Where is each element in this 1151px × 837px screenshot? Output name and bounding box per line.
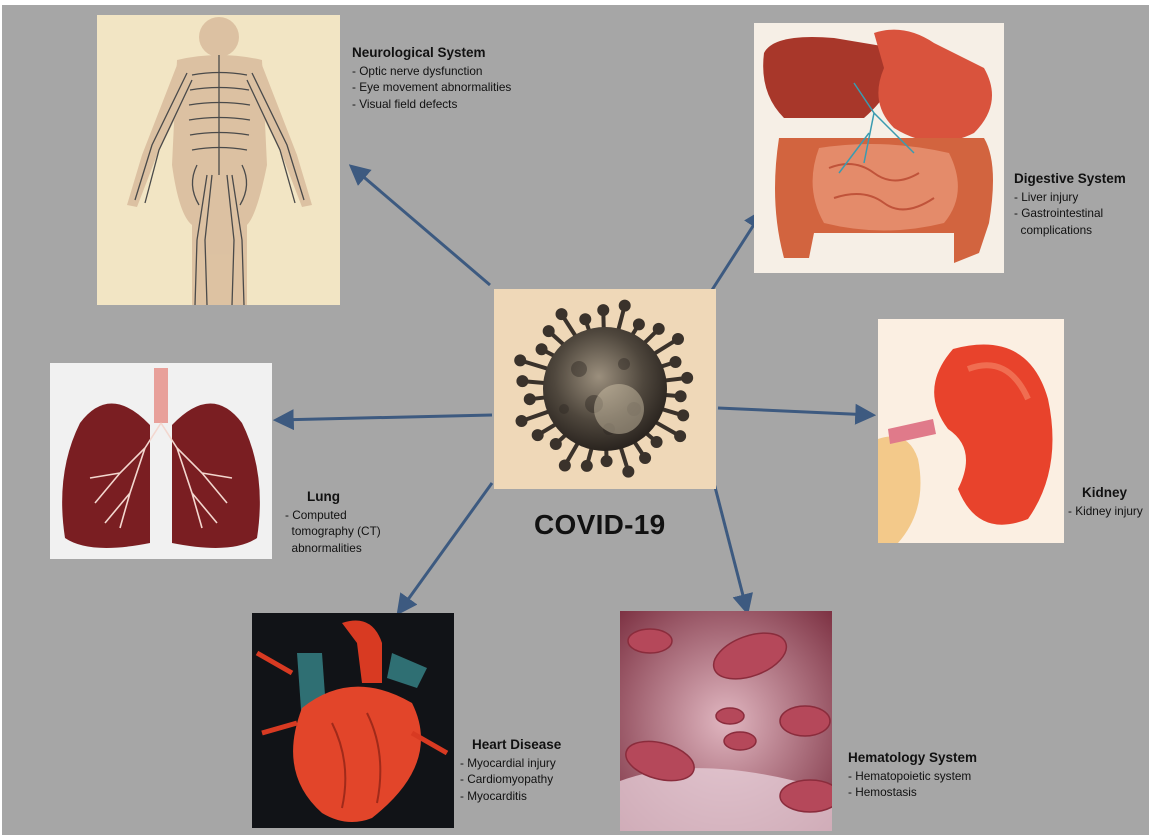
kidney-image [878, 319, 1064, 543]
digestive-item: - Liver injury [1014, 189, 1126, 206]
digestive-item: - Gastrointestinal [1014, 205, 1126, 222]
arrow-to-lung [277, 415, 492, 420]
kidney-title: Kidney [1068, 485, 1143, 502]
neurological-item: - Optic nerve dysfunction [352, 63, 511, 80]
hematology-title: Hematology System [848, 750, 977, 767]
arrow-to-heart [399, 483, 492, 612]
kidney-item: - Kidney injury [1068, 503, 1143, 520]
kidney-caption: Kidney - Kidney injury [1068, 485, 1143, 519]
digestive-item: complications [1014, 222, 1126, 239]
neurological-item: - Visual field defects [352, 96, 511, 113]
neurological-item: - Eye movement abnormalities [352, 79, 511, 96]
heart-caption: Heart Disease - Myocardial injury - Card… [460, 737, 561, 804]
hematology-item: - Hemostasis [848, 784, 977, 801]
blood-cells-image [620, 611, 832, 831]
hematology-caption: Hematology System - Hematopoietic system… [848, 750, 977, 801]
heart-title: Heart Disease [460, 737, 561, 754]
arrow-to-kidney [718, 408, 872, 415]
arrow-to-hematology [714, 483, 747, 611]
digestive-title: Digestive System [1014, 171, 1126, 188]
digestive-caption: Digestive System - Liver injury - Gastro… [1014, 171, 1126, 238]
digestive-system-image [754, 23, 1004, 273]
lung-caption: Lung - Computed tomography (CT) abnormal… [285, 489, 381, 556]
lung-image [50, 363, 272, 559]
neurological-title: Neurological System [352, 45, 511, 62]
coronavirus-image [494, 289, 716, 489]
lung-item: tomography (CT) [285, 523, 381, 540]
main-title: COVID-19 [534, 509, 666, 541]
lung-item: - Computed [285, 507, 381, 524]
heart-image [252, 613, 454, 828]
nervous-system-image [97, 15, 340, 305]
hematology-item: - Hematopoietic system [848, 768, 977, 785]
lung-title: Lung [285, 489, 381, 506]
arrow-to-neurological [352, 167, 490, 285]
lung-item: abnormalities [285, 540, 381, 557]
diagram-canvas: Neurological System - Optic nerve dysfun… [2, 5, 1149, 835]
neurological-caption: Neurological System - Optic nerve dysfun… [352, 45, 511, 112]
heart-item: - Myocardial injury [460, 755, 561, 772]
heart-item: - Myocarditis [460, 788, 561, 805]
heart-item: - Cardiomyopathy [460, 771, 561, 788]
